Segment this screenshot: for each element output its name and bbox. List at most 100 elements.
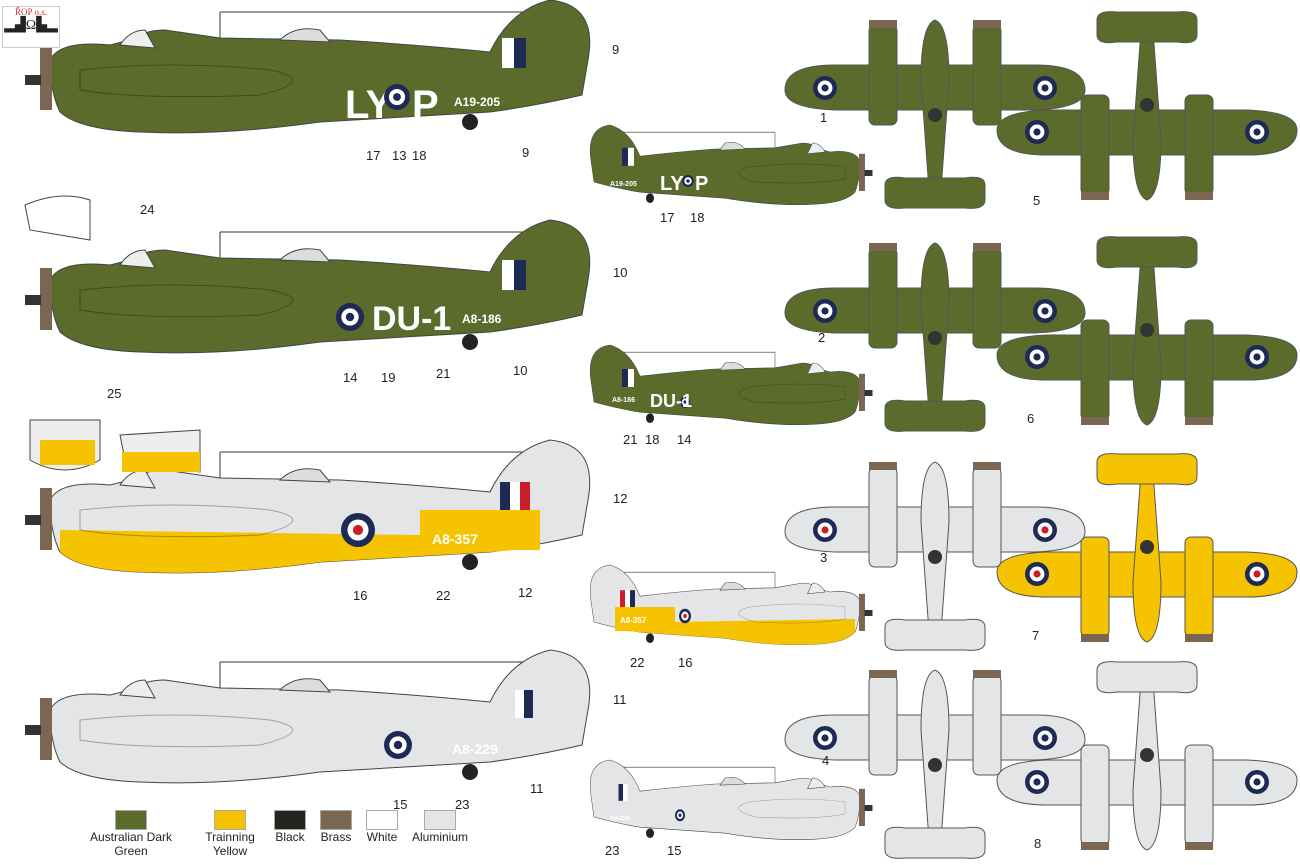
serial-small: A19-205 xyxy=(610,181,637,188)
callout-4: 4 xyxy=(822,753,829,768)
code-p: P xyxy=(412,83,439,127)
roundel xyxy=(813,76,837,100)
profile-1-large xyxy=(25,0,591,134)
callout-12: 12 xyxy=(613,491,627,506)
callout-9: 9 xyxy=(522,145,529,160)
legend-label: Brass xyxy=(320,830,352,844)
legend-green: Australian Dark Green xyxy=(76,810,186,858)
profile-3-small xyxy=(589,564,873,646)
callout-23: 23 xyxy=(605,843,619,858)
serial-a8-229: A8-229 xyxy=(452,741,498,757)
serial-small: A8-357 xyxy=(620,616,647,625)
rop-logo: ŘOP o.s.▂▟Ω▙▂ xyxy=(2,6,60,48)
roundel xyxy=(1245,345,1269,369)
plan-1-top xyxy=(784,19,1086,209)
legend-label: White xyxy=(366,830,398,844)
roundel xyxy=(1245,562,1269,586)
nose-art-detail xyxy=(24,195,91,241)
front-view-yellow xyxy=(40,440,95,465)
callout-21: 21 xyxy=(436,366,450,381)
callout-7: 7 xyxy=(1032,628,1039,643)
plan-6-bottom xyxy=(996,236,1298,426)
roundel xyxy=(675,809,685,822)
swatch xyxy=(424,810,456,830)
code-du-1: DU-1 xyxy=(372,300,451,338)
roundel xyxy=(813,518,837,542)
code-ly: LY xyxy=(345,83,393,127)
callout-17: 17 xyxy=(660,210,674,225)
callout-23: 23 xyxy=(455,797,469,812)
roundel xyxy=(813,299,837,323)
callout-14: 14 xyxy=(677,432,691,447)
color-legend: Australian Dark Green Trainning Yellow B… xyxy=(76,810,468,858)
callout-6: 6 xyxy=(1027,411,1034,426)
callout-13: 13 xyxy=(392,148,406,163)
callout-12: 12 xyxy=(518,585,532,600)
plan-3-top xyxy=(784,461,1086,651)
serial-a19-205: A19-205 xyxy=(454,95,500,109)
roundel xyxy=(813,726,837,750)
legend-black: Black xyxy=(274,810,306,858)
roundel xyxy=(1025,562,1049,586)
legend-yellow: Trainning Yellow xyxy=(200,810,260,858)
profile-4-large xyxy=(25,649,591,784)
callout-22: 22 xyxy=(436,588,450,603)
profile-2-large xyxy=(25,219,591,354)
callout-1: 1 xyxy=(820,110,827,125)
roundel xyxy=(1025,345,1049,369)
plan-8-bottom xyxy=(996,661,1298,851)
code-p-small: P xyxy=(695,173,708,195)
roundel xyxy=(384,731,412,759)
legend-label: Aluminium xyxy=(412,830,469,844)
serial-a8-186: A8-186 xyxy=(462,312,502,326)
legend-white: White xyxy=(366,810,398,858)
roundel xyxy=(1033,76,1057,100)
serial-a8-357: A8-357 xyxy=(432,531,478,547)
plan-7-bottom xyxy=(996,453,1298,643)
callout-24: 24 xyxy=(140,202,154,217)
callout-18: 18 xyxy=(690,210,704,225)
callout-3: 3 xyxy=(820,550,827,565)
roundel xyxy=(680,396,690,408)
callout-17: 17 xyxy=(366,148,380,163)
roundel xyxy=(1245,120,1269,144)
callout-9: 9 xyxy=(612,42,619,57)
swatch xyxy=(115,810,147,830)
roundel xyxy=(1033,518,1057,542)
profile-3-large xyxy=(25,439,591,574)
callout-16: 16 xyxy=(678,655,692,670)
legend-label: Black xyxy=(275,830,305,844)
serial-small: A8-186 xyxy=(612,397,635,404)
legend-label: Australian Dark Green xyxy=(89,830,173,858)
callout-15: 15 xyxy=(667,843,681,858)
logo-text: ŘOP o.s. xyxy=(15,7,47,17)
callout-16: 16 xyxy=(353,588,367,603)
callout-18: 18 xyxy=(412,148,426,163)
callout-19: 19 xyxy=(381,370,395,385)
nose-detail-yellow xyxy=(122,452,200,472)
callout-22: 22 xyxy=(630,655,644,670)
roundel xyxy=(1033,726,1057,750)
profile-2-small xyxy=(589,344,873,426)
callout-21: 21 xyxy=(623,432,637,447)
roundel xyxy=(1245,770,1269,794)
callout-11: 11 xyxy=(613,692,627,707)
roundel xyxy=(682,175,694,187)
callout-11: 11 xyxy=(530,781,544,796)
roundel xyxy=(336,303,364,331)
profile-1-small xyxy=(589,124,873,206)
swatch xyxy=(366,810,398,830)
callout-5: 5 xyxy=(1033,193,1040,208)
legend-label: Trainning Yellow xyxy=(205,830,255,858)
legend-brass: Brass xyxy=(320,810,352,858)
plan-4-top xyxy=(784,669,1086,859)
callout-10: 10 xyxy=(513,363,527,378)
callout-14: 14 xyxy=(343,370,357,385)
callout-10: 10 xyxy=(613,265,627,280)
callout-18: 18 xyxy=(645,432,659,447)
callout-8: 8 xyxy=(1034,836,1041,851)
plan-5-bottom xyxy=(996,11,1298,201)
roundel xyxy=(1033,299,1057,323)
